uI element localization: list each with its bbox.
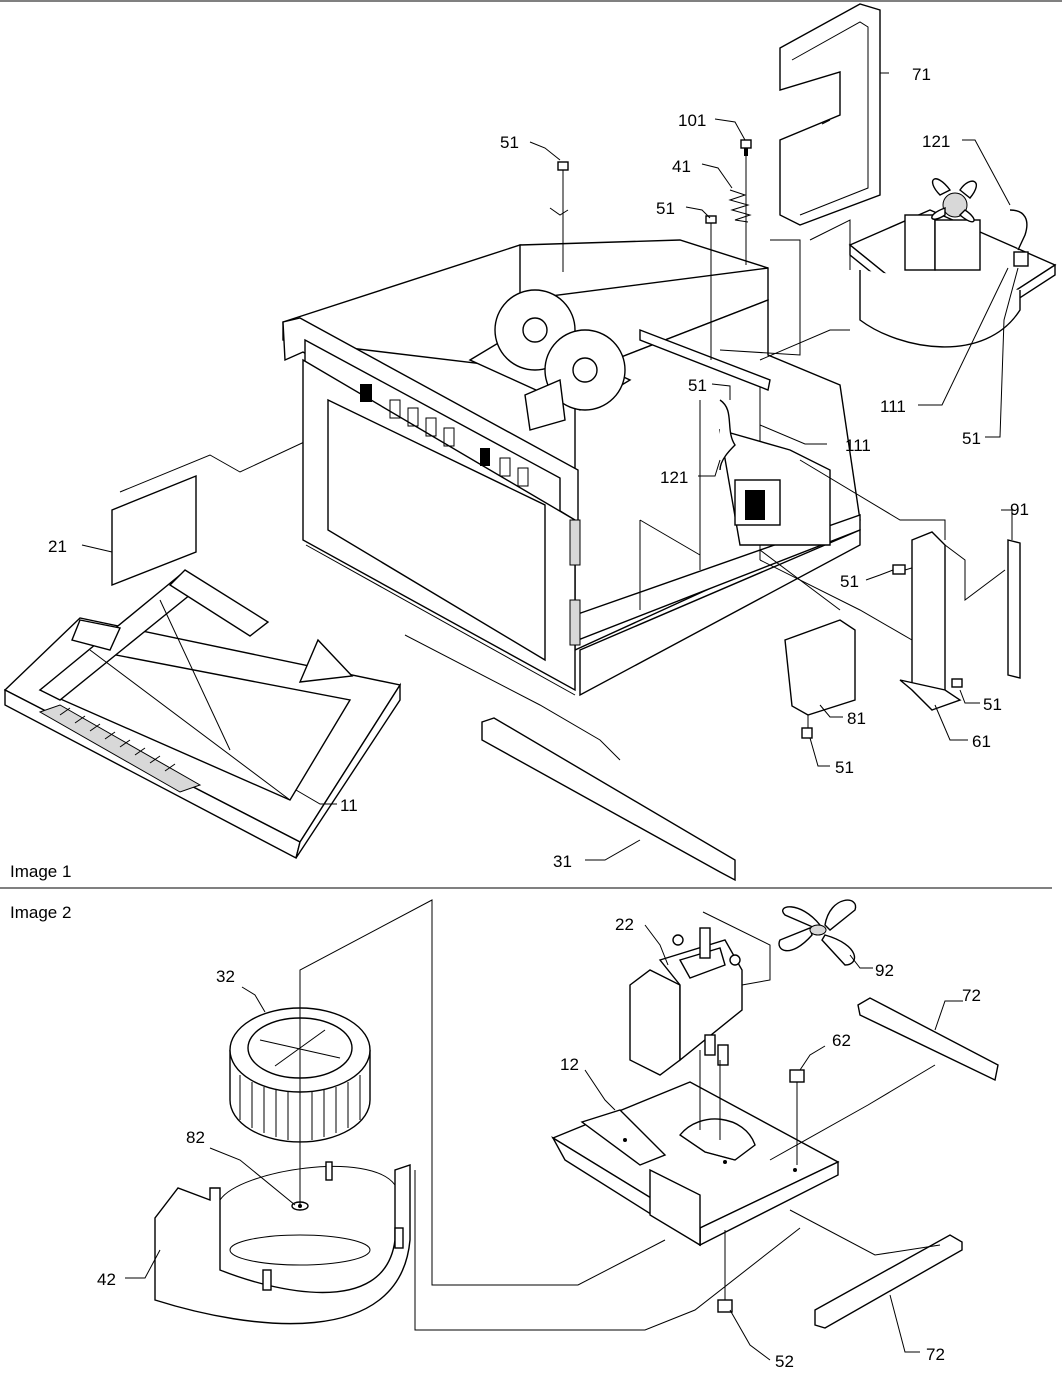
callout-51-center: 51 [688,376,707,395]
image1-group [3,3,1057,882]
stirrer-gears [468,289,771,431]
keypad-buttons [360,384,529,487]
callouts-image1: 21 51 101 41 51 71 121 111 51 51 111 121… [48,65,1029,871]
callout-11: 11 [340,796,358,815]
callout-72-bottom: 72 [926,1345,945,1364]
callout-52: 52 [775,1352,794,1371]
transformer-assembly [719,399,831,546]
tray-grille [59,707,176,772]
part-11-base-tray [3,569,402,860]
part-31-strip [481,717,736,882]
part-72-strip-top [857,997,999,1082]
part-22-motor [629,927,743,1140]
callouts-image2: 22 92 32 72 62 12 82 42 72 52 [97,915,981,1371]
callout-41: 41 [672,157,691,176]
screw-51-near-61 [951,678,963,688]
screw-51-top-left [549,161,569,272]
part-81-bracket [784,619,856,716]
callout-42: 42 [97,1270,116,1289]
callout-51-61: 51 [983,695,1002,714]
callout-81: 81 [847,709,866,728]
image2-group [125,899,999,1361]
callout-121-top: 121 [922,132,950,151]
part-72-strip-bottom [814,1234,963,1329]
callout-111-center: 111 [845,436,871,455]
callout-22: 22 [615,915,634,934]
part-42-blower-housing [154,1161,411,1325]
screw-51-mid [705,215,717,360]
part-62-screw [789,1069,805,1165]
image1-caption: Image 1 [10,862,71,881]
callout-62: 62 [832,1031,851,1050]
part-71-cover [779,3,881,226]
part-21-panel [111,474,197,587]
callout-92: 92 [875,961,894,980]
part-91-strip [1007,539,1021,679]
callout-111-right: 111 [880,397,906,416]
callout-51-bracket: 51 [840,572,859,591]
part-41-spring [728,189,752,223]
callout-82: 82 [186,1128,205,1147]
callout-32: 32 [216,967,235,986]
fan-motor-assembly [848,178,1057,348]
callout-51-mid: 51 [656,199,675,218]
callout-91: 91 [1010,500,1029,519]
part-52-screw [717,1230,733,1313]
part-12-base-plate [551,1081,840,1247]
callout-61: 61 [972,732,991,751]
callout-12: 12 [560,1055,579,1074]
callout-72-top: 72 [962,986,981,1005]
callout-51-top: 51 [500,133,519,152]
callout-71: 71 [912,65,931,84]
callout-51-fan: 51 [962,429,981,448]
image2-caption: Image 2 [10,903,71,922]
screw-51-under-81 [801,727,813,739]
callout-51-bottom: 51 [835,758,854,777]
callout-101: 101 [678,111,706,130]
callout-21: 21 [48,537,67,556]
callout-121-center: 121 [660,468,688,487]
callout-31: 31 [553,852,572,871]
part-92-fan-blade [778,899,857,966]
screw-101 [740,139,752,265]
